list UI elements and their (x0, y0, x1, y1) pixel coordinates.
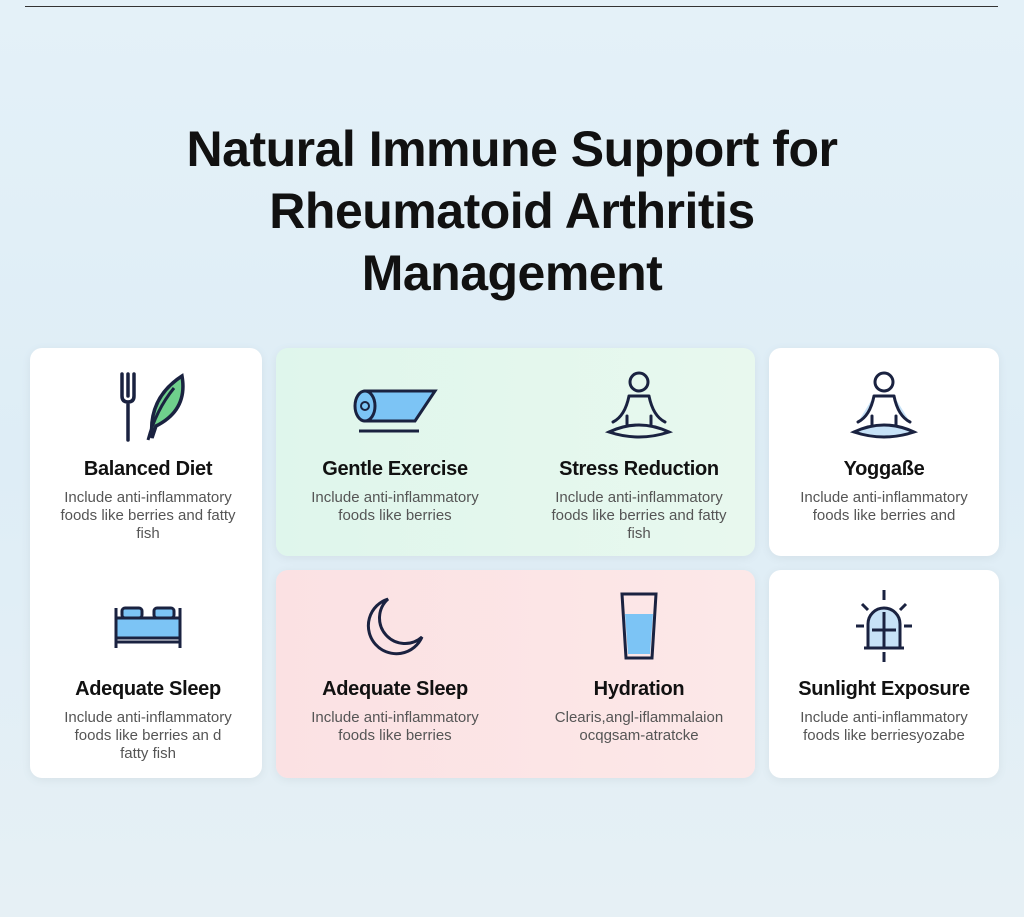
item-balanced-diet: Balanced Diet Include anti-inflammatory … (33, 366, 263, 543)
item-stress-reduction: Stress Reduction Include anti-inflammato… (524, 366, 754, 543)
item-yoga: Yoggaße Include anti-inflammatory foods … (769, 366, 999, 525)
item-gentle-exercise: Gentle Exercise Include anti-inflammator… (280, 366, 510, 525)
top-divider (25, 6, 998, 7)
title-line: Natural Immune Support for (186, 121, 838, 177)
meditation-icon (524, 366, 754, 446)
title-line: Management (361, 245, 663, 301)
card-right-top (769, 348, 999, 556)
fork-leaf-icon (33, 366, 263, 446)
title-line: Rheumatoid Arthritis (269, 183, 755, 239)
item-sunlight-exposure: Sunlight Exposure Include anti-inflammat… (769, 586, 999, 745)
item-hydration: Hydration Clearis,angl-iflammalaion ocqg… (524, 586, 754, 745)
sun-window-icon (769, 586, 999, 666)
item-adequate-sleep-2: Adequate Sleep Include anti-inflammatory… (280, 586, 510, 745)
card-green (276, 348, 755, 556)
item-adequate-sleep: Adequate Sleep Include anti-inflammatory… (33, 586, 263, 763)
water-glass-icon (524, 586, 754, 666)
meditation-icon (769, 366, 999, 446)
card-pink (276, 570, 755, 778)
card-right-bottom (769, 570, 999, 778)
yoga-mat-icon (280, 366, 510, 446)
page-title: Natural Immune Support for Rheumatoid Ar… (0, 118, 1024, 304)
moon-icon (280, 586, 510, 666)
card-left (30, 348, 262, 778)
bed-icon (33, 586, 263, 666)
